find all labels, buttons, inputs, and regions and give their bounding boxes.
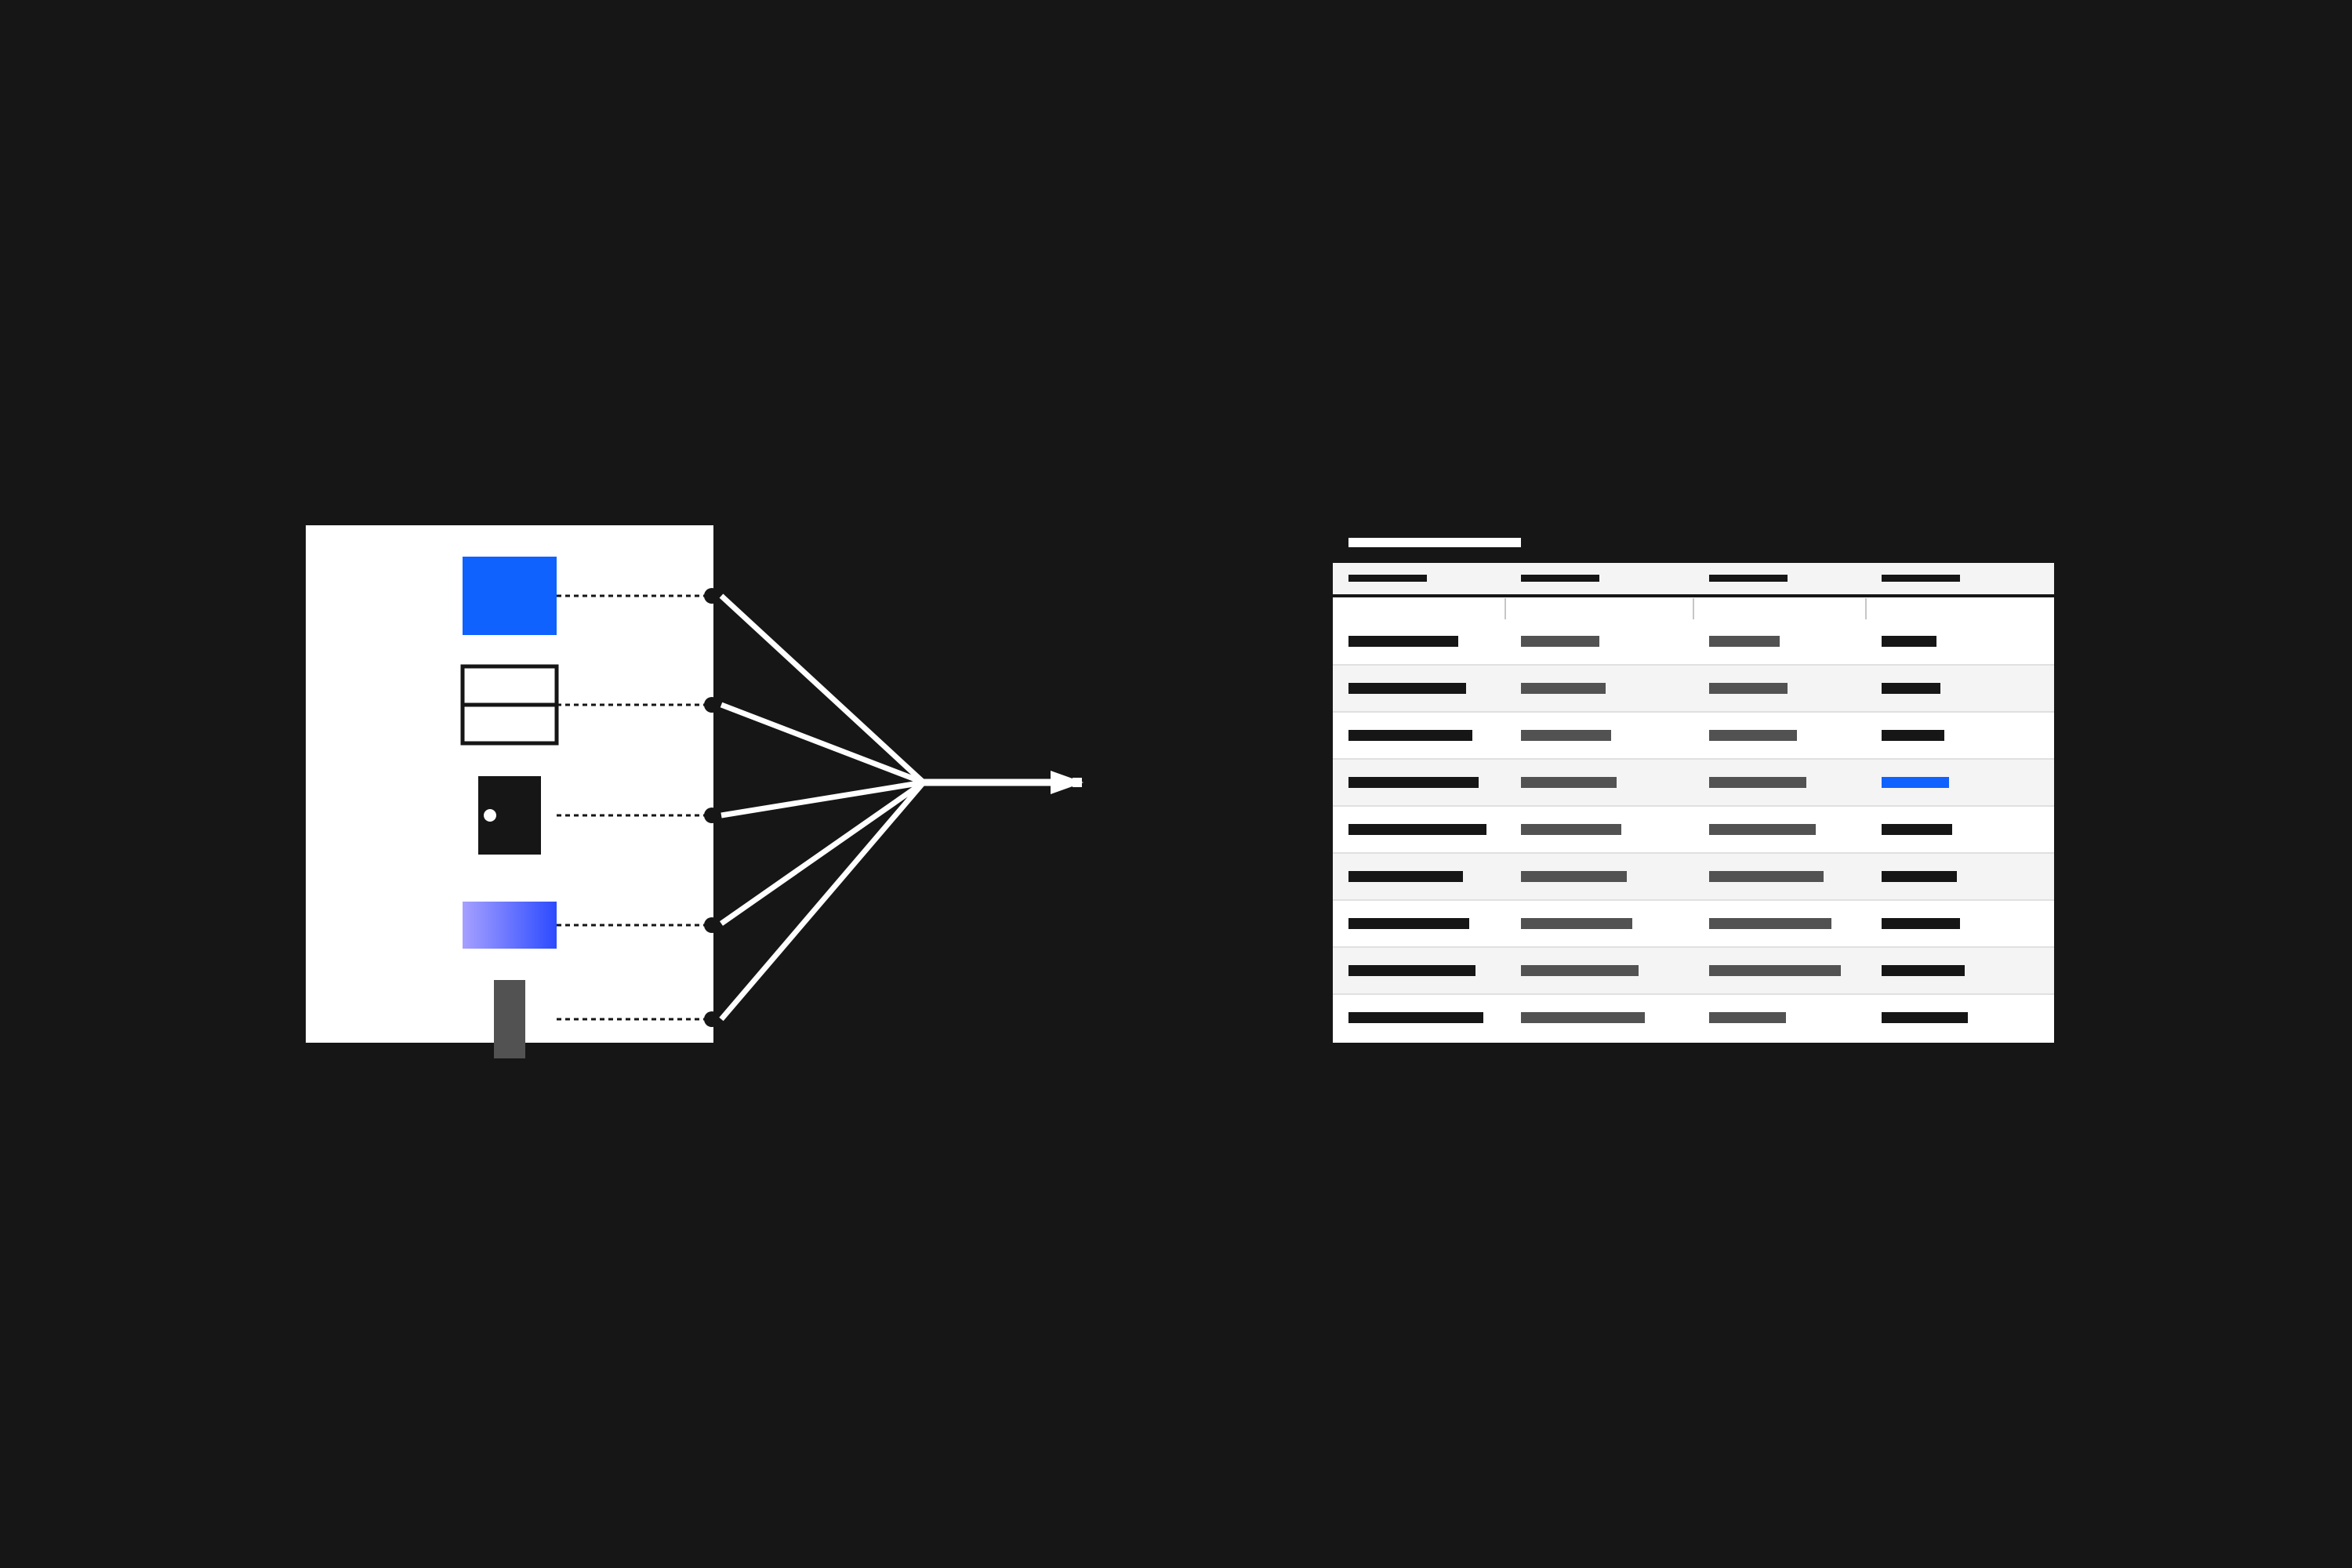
door-icon bbox=[478, 776, 541, 855]
table-cell-placeholder bbox=[1521, 1012, 1645, 1023]
table-row bbox=[1333, 852, 2054, 900]
converging-line-4 bbox=[719, 780, 926, 926]
table-cell-placeholder bbox=[1521, 965, 1639, 976]
header-placeholders bbox=[1348, 575, 1960, 582]
highlighted-cell bbox=[1882, 777, 1949, 788]
table-cell-placeholder bbox=[1882, 683, 1940, 694]
table-cell-placeholder bbox=[1709, 824, 1816, 835]
table-cell-placeholder bbox=[1521, 730, 1611, 741]
table-row bbox=[1333, 946, 2054, 994]
table-cell-placeholder bbox=[1521, 683, 1606, 694]
table-row bbox=[1333, 993, 2054, 1023]
converging-line-5 bbox=[719, 780, 926, 1022]
column-dividers bbox=[1504, 598, 1867, 619]
arrow-head-icon bbox=[1051, 771, 1083, 794]
endpoint-dot-5 bbox=[704, 1011, 720, 1027]
table-cell-placeholder bbox=[1521, 777, 1617, 788]
table-cell-placeholder bbox=[1521, 824, 1621, 835]
table-cell-placeholder bbox=[1348, 1012, 1483, 1023]
table-cell-placeholder bbox=[1348, 965, 1475, 976]
table-cell-placeholder bbox=[1709, 1012, 1786, 1023]
table-cell-placeholder bbox=[1882, 636, 1936, 647]
table-row bbox=[1333, 758, 2054, 806]
table-cell-placeholder bbox=[1348, 918, 1469, 929]
table-cell-placeholder bbox=[1882, 730, 1944, 741]
converging-line-1 bbox=[719, 593, 926, 785]
gray-pillar-icon bbox=[494, 980, 525, 1058]
table-cell-placeholder bbox=[1709, 777, 1806, 788]
table-cell-placeholder bbox=[1348, 683, 1466, 694]
table-title-bar bbox=[1348, 538, 1521, 547]
arrow-tip bbox=[1073, 778, 1082, 787]
column-header-3 bbox=[1709, 575, 1788, 582]
converging-line-2 bbox=[720, 702, 925, 786]
table-row bbox=[1333, 805, 2054, 835]
solid-blue-square-icon bbox=[463, 557, 557, 635]
endpoint-dot-1 bbox=[704, 588, 720, 604]
door-knob bbox=[484, 809, 496, 822]
endpoint-dot-3 bbox=[704, 808, 720, 823]
table-body bbox=[1333, 636, 2054, 1023]
table-cell-placeholder bbox=[1521, 871, 1627, 882]
endpoint-dot-4 bbox=[704, 917, 720, 933]
converging-lines bbox=[719, 593, 926, 1022]
table-cell-placeholder bbox=[1348, 824, 1486, 835]
table-cell-placeholder bbox=[1521, 918, 1632, 929]
table-row bbox=[1348, 636, 1936, 647]
outlined-split-box-icon bbox=[460, 664, 559, 746]
converging-line-3 bbox=[720, 779, 924, 818]
table-cell-placeholder bbox=[1348, 730, 1472, 741]
table-cell-placeholder bbox=[1882, 871, 1957, 882]
gradient-bar-icon bbox=[463, 902, 557, 949]
table-cell-placeholder bbox=[1709, 965, 1841, 976]
table-cell-placeholder bbox=[1521, 636, 1599, 647]
endpoint-dot-2 bbox=[704, 697, 720, 713]
table-cell-placeholder bbox=[1882, 1012, 1968, 1023]
column-header-1 bbox=[1348, 575, 1427, 582]
column-header-4 bbox=[1882, 575, 1960, 582]
table-cell-placeholder bbox=[1709, 636, 1780, 647]
table-cell-placeholder bbox=[1882, 824, 1952, 835]
table-cell-placeholder bbox=[1882, 965, 1965, 976]
table-cell-placeholder bbox=[1709, 918, 1831, 929]
table-cell-placeholder bbox=[1348, 871, 1463, 882]
endpoint-dots bbox=[704, 588, 720, 1027]
table-row bbox=[1333, 711, 2054, 741]
table-row bbox=[1333, 664, 2054, 712]
column-header-2 bbox=[1521, 575, 1599, 582]
table-cell-placeholder bbox=[1348, 636, 1458, 647]
table-cell-placeholder bbox=[1709, 871, 1824, 882]
table-cell-placeholder bbox=[1709, 730, 1797, 741]
table-cell-placeholder bbox=[1709, 683, 1788, 694]
table-cell-placeholder bbox=[1348, 777, 1479, 788]
table-row bbox=[1333, 899, 2054, 929]
table-cell-placeholder bbox=[1882, 918, 1960, 929]
